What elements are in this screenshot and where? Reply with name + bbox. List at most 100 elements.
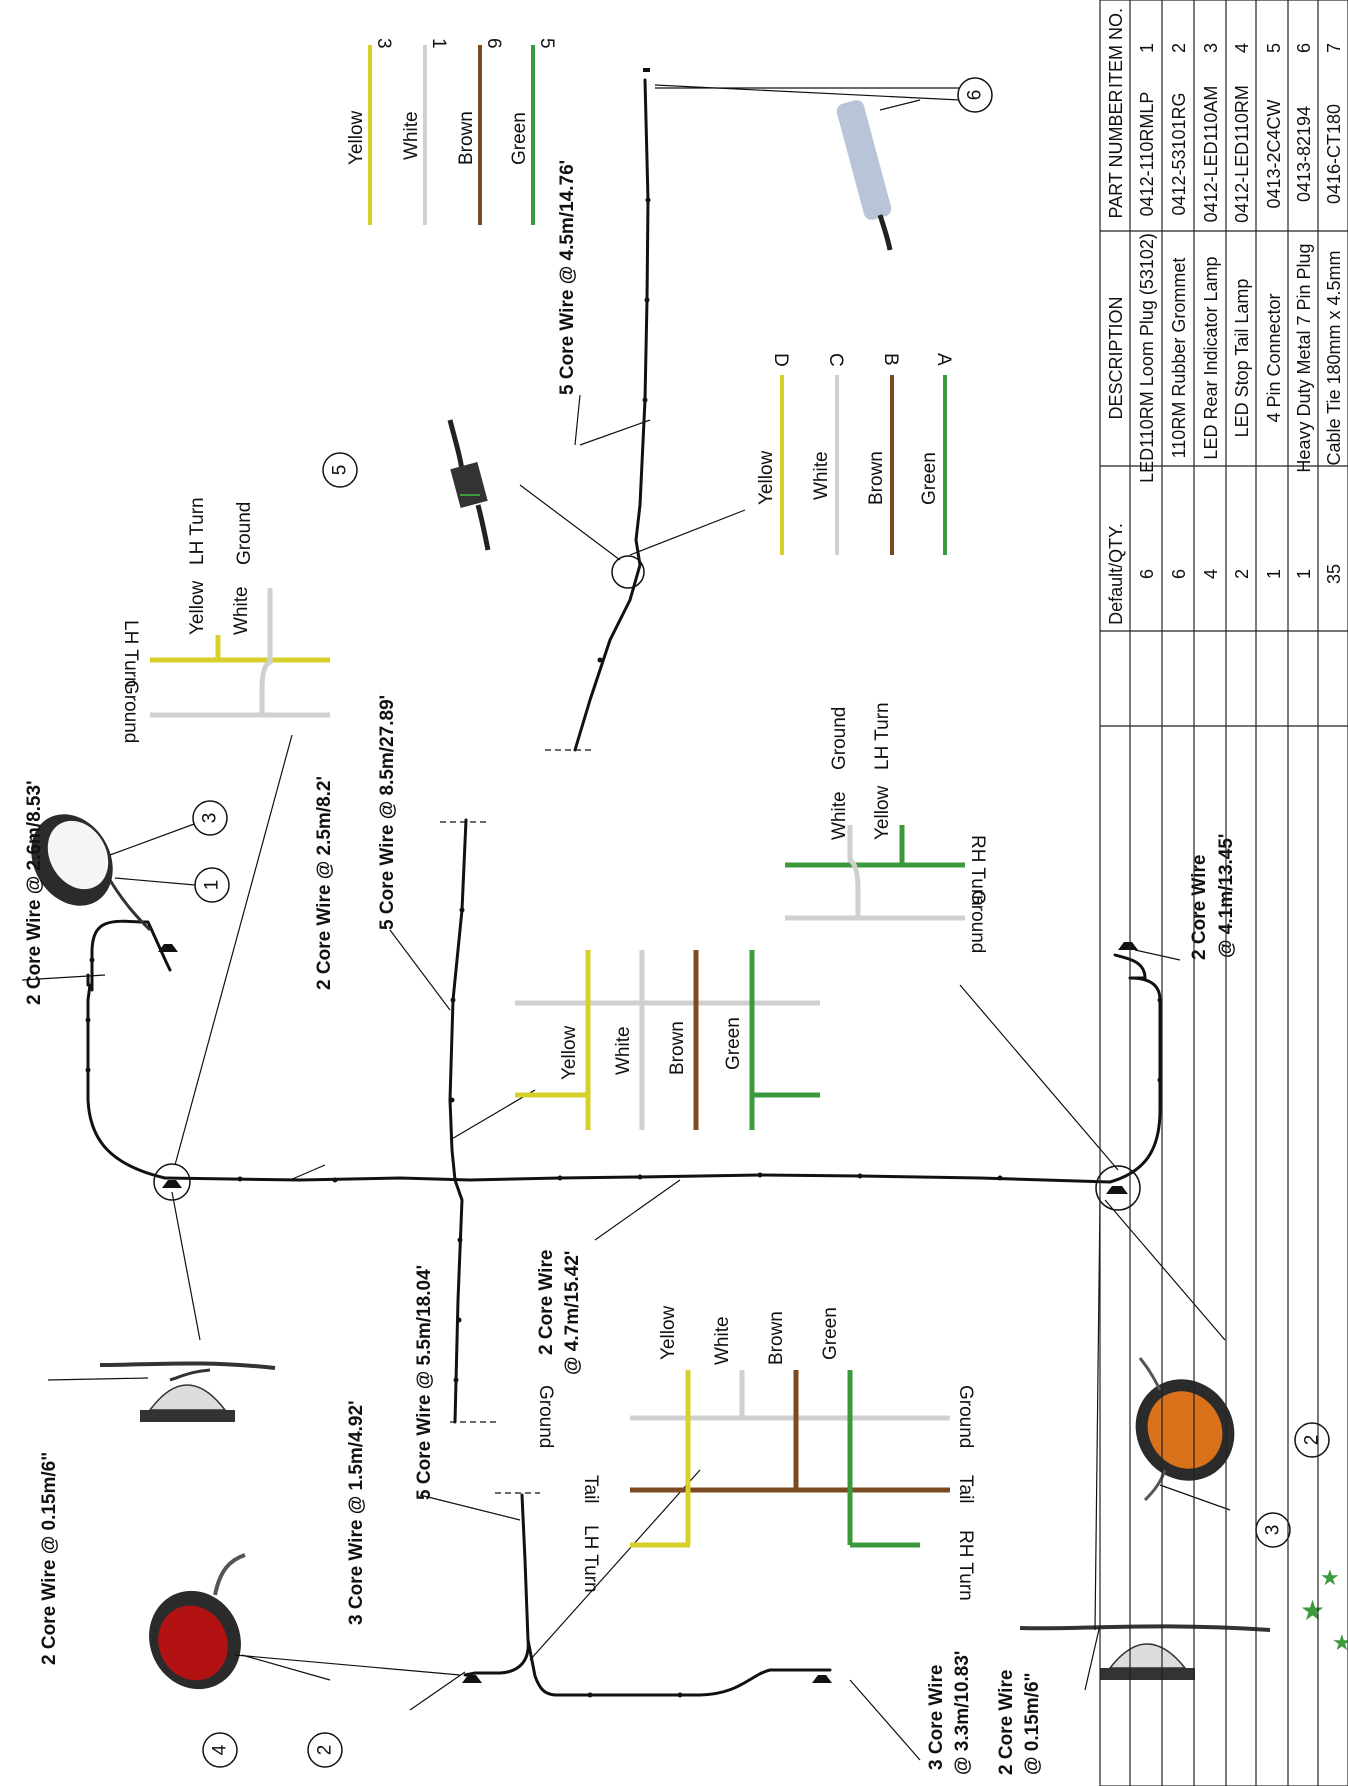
svg-text:2: 2 bbox=[315, 1745, 336, 1756]
splice-center: Yellow White Brown Green bbox=[515, 950, 820, 1130]
rh-turn-label-lower: RH Turn bbox=[955, 1530, 976, 1601]
green-label-lower: Green bbox=[820, 1307, 841, 1360]
wire-label-left-2core: 2 Core Wire @ 2.5m/8.2' bbox=[314, 776, 335, 990]
bom-cell-r1-c1: 0412-53101RG bbox=[1169, 92, 1189, 215]
brown-label-center: Brown bbox=[667, 1021, 688, 1075]
bom-cell-r5-c2: Heavy Duty Metal 7 Pin Plug bbox=[1294, 243, 1314, 472]
svg-text:3: 3 bbox=[200, 813, 221, 824]
ground-label-upper: Ground bbox=[120, 680, 141, 743]
bom-cell-r4-c3: 1 bbox=[1264, 569, 1284, 579]
conn-white-label: White bbox=[811, 451, 832, 500]
bubble-1: 1 bbox=[194, 867, 230, 903]
bom-header-1: PART NUMBER bbox=[1106, 89, 1126, 218]
lower-left-5core-wire bbox=[520, 1493, 832, 1697]
leaders bbox=[21, 84, 1231, 1761]
yellow-label-upper: Yellow bbox=[187, 580, 208, 635]
indicator-lamp-amber bbox=[1135, 1357, 1235, 1502]
lower-right-grommet bbox=[1019, 1624, 1271, 1680]
upper-right-5core-wire bbox=[573, 78, 650, 752]
conn-green-label: Green bbox=[919, 452, 940, 505]
bubble-3-lower: 3 bbox=[1255, 1512, 1291, 1548]
wire-label-bottom-3core-b: @ 3.3m/10.83' bbox=[952, 1651, 973, 1775]
pin-yellow: 3 bbox=[373, 38, 394, 49]
white-label-center: White bbox=[613, 1026, 634, 1075]
bom-cell-r2-c1: 0412-LED110AM bbox=[1201, 86, 1221, 223]
lh-turn-label-upper2: LH Turn bbox=[187, 497, 208, 565]
wire-label-upper-right-5core: 5 Core Wire @ 4.5m/14.76' bbox=[557, 160, 578, 395]
conn-d: D bbox=[770, 353, 791, 367]
bom-cell-r3-c3: 2 bbox=[1232, 569, 1252, 579]
bom-cell-r6-c1: 0416-CT180 bbox=[1324, 104, 1344, 204]
bubble-3-upper: 3 bbox=[192, 800, 228, 836]
lh-turn-label-right: LH Turn bbox=[872, 702, 893, 770]
ground-label-right: Ground bbox=[967, 890, 988, 953]
rh-turn-label-right: RH Turn bbox=[967, 835, 988, 906]
wire-label-bottom-left-b: @ 0.15m/6" bbox=[1022, 1672, 1043, 1775]
bom-cell-r0-c1: 0412-110RMLP bbox=[1137, 92, 1157, 217]
bom-table: ITEM NO.PART NUMBERDESCRIPTIONDefault/QT… bbox=[1099, 0, 1348, 1786]
main-trunk-wire bbox=[163, 1173, 1112, 1184]
star-icon: ★ bbox=[1332, 1630, 1348, 1655]
wire-label-lower-2core-b: @ 4.7m/15.42' bbox=[562, 1251, 583, 1375]
four-pin-connector bbox=[447, 419, 491, 551]
conn-b: B bbox=[880, 353, 901, 366]
yellow-label-lower: Yellow bbox=[658, 1305, 679, 1360]
wire-label-upper-left: 2 Core Wire @ 2.6m/8.53' bbox=[24, 780, 45, 1005]
tail-label-lower-right: Tail bbox=[955, 1475, 976, 1504]
upper-left-2core-wire bbox=[86, 919, 172, 1180]
wire-label-lower-5core: 5 Core Wire @ 5.5m/18.04' bbox=[414, 1265, 435, 1500]
bom-cell-r0-c3: 6 bbox=[1137, 569, 1157, 579]
svg-text:3: 3 bbox=[1263, 1525, 1284, 1536]
svg-text:2: 2 bbox=[1302, 1435, 1323, 1446]
bom-cell-r1-c0: 2 bbox=[1169, 43, 1189, 53]
ground-label-lower-right: Ground bbox=[955, 1385, 976, 1448]
tail-label-lower-left: Tail bbox=[580, 1475, 601, 1504]
upper-left-grommet bbox=[99, 1361, 276, 1422]
center-5core-wire bbox=[448, 818, 468, 1424]
plug-white-label: White bbox=[401, 111, 422, 160]
plug-brown-label: Brown bbox=[456, 111, 477, 165]
wire-label-far-left: 2 Core Wire @ 0.15m/6" bbox=[39, 1452, 60, 1665]
bom-cell-r2-c3: 4 bbox=[1201, 569, 1221, 579]
bom-cell-r4-c1: 0413-2C4CW bbox=[1264, 99, 1284, 208]
break-marks bbox=[440, 749, 595, 1494]
bom-cell-r5-c3: 1 bbox=[1294, 569, 1314, 579]
wire-label-center-5core: 5 Core Wire @ 8.5m/27.89' bbox=[377, 695, 398, 930]
bom-cell-r3-c2: LED Stop Tail Lamp bbox=[1232, 279, 1252, 438]
upper-left-indicator-lamp bbox=[31, 814, 152, 932]
item-bubbles: 3 1 4 2 5 6 3 2 bbox=[192, 77, 1330, 1768]
star-icon: ★ bbox=[1320, 1565, 1340, 1590]
pin-green: 5 bbox=[536, 38, 557, 49]
bom-cell-r2-c2: LED Rear Indicator Lamp bbox=[1201, 256, 1221, 459]
white-label-right: White bbox=[829, 791, 850, 840]
bom-header-2: DESCRIPTION bbox=[1106, 296, 1126, 419]
yellow-label-right: Yellow bbox=[872, 785, 893, 840]
bubble-2-left: 2 bbox=[307, 1732, 343, 1768]
splice-rh: RH Turn Ground White Ground Yellow LH Tu… bbox=[785, 702, 988, 953]
lower-left-3core-wire bbox=[463, 1638, 530, 1677]
wire-label-lower-2core-a: 2 Core Wire bbox=[536, 1250, 557, 1355]
upper-right-2core-wire bbox=[1108, 953, 1162, 1184]
bom-cell-r2-c0: 3 bbox=[1201, 43, 1221, 53]
ground-label-upper2: Ground bbox=[234, 502, 255, 565]
star-icon: ★ bbox=[1300, 1595, 1325, 1626]
svg-text:1: 1 bbox=[202, 880, 223, 891]
bom-cell-r3-c0: 4 bbox=[1232, 43, 1252, 53]
ground-label-lower-left: Ground bbox=[535, 1385, 556, 1448]
bom-cell-r1-c2: 110RM Rubber Grommet bbox=[1169, 258, 1189, 459]
conn-brown-label: Brown bbox=[866, 451, 887, 505]
svg-text:5: 5 bbox=[330, 465, 351, 476]
white-label-upper: White bbox=[231, 586, 252, 635]
decorative-stars: ★ ★ ★ bbox=[1300, 1565, 1348, 1655]
svg-text:6: 6 bbox=[965, 90, 986, 101]
bubble-2-lower: 2 bbox=[1294, 1422, 1330, 1458]
conn-yellow-label: Yellow bbox=[756, 450, 777, 505]
stop-tail-lamp-red bbox=[149, 1553, 246, 1690]
conn-a: A bbox=[933, 353, 954, 366]
bom-cell-r5-c1: 0413-82194 bbox=[1294, 106, 1314, 202]
yellow-label-center: Yellow bbox=[559, 1025, 580, 1080]
bubble-6: 6 bbox=[957, 77, 993, 113]
bom-cell-r1-c3: 6 bbox=[1169, 569, 1189, 579]
plug-pin-key: Yellow White Brown Green 3 1 6 5 bbox=[346, 38, 557, 225]
bom-cell-r0-c0: 1 bbox=[1137, 43, 1157, 53]
